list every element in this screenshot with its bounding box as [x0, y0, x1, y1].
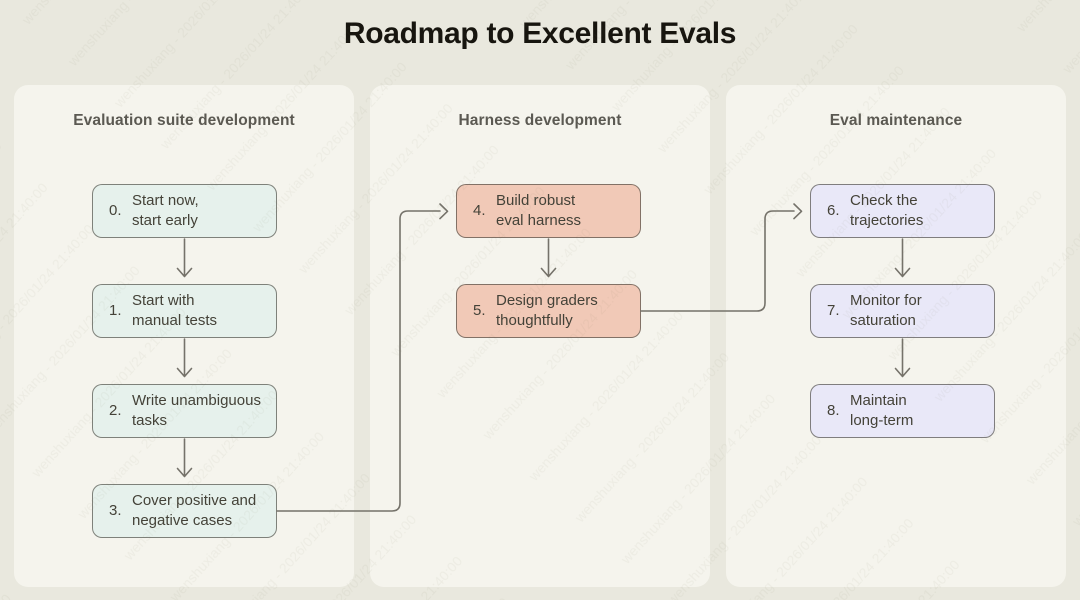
node-number: 6. — [827, 202, 840, 219]
flow-node-3-positive-negative-cases: 3. Cover positive and negative cases — [92, 484, 277, 538]
flow-node-0-start-now: 0. Start now, start early — [92, 184, 277, 238]
node-number: 7. — [827, 302, 840, 319]
node-label: Check the trajectories — [850, 192, 924, 229]
flow-node-4-build-harness: 4. Build robust eval harness — [456, 184, 641, 238]
flow-node-2-unambiguous-tasks: 2. Write unambiguous tasks — [92, 384, 277, 438]
column-header-evaluation-suite: Evaluation suite development — [73, 112, 295, 129]
node-number: 4. — [473, 202, 486, 219]
node-number: 2. — [109, 402, 122, 419]
node-label: Write unambiguous tasks — [132, 392, 261, 429]
node-number: 1. — [109, 302, 122, 319]
node-label: Maintain long-term — [850, 392, 914, 429]
page-title: Roadmap to Excellent Evals — [343, 17, 737, 50]
column-header-harness: Harness development — [458, 112, 622, 129]
node-label: Monitor for saturation — [850, 292, 922, 329]
flow-node-5-design-graders: 5. Design graders thoughtfully — [456, 284, 641, 338]
node-label: Design graders thoughtfully — [496, 292, 598, 329]
node-label: Start now, start early — [132, 192, 199, 229]
node-label: Cover positive and negative cases — [132, 492, 257, 529]
column-header-maintenance: Eval maintenance — [829, 112, 963, 129]
node-label: Build robust eval harness — [496, 192, 582, 229]
flow-node-8-maintain-longterm: 8. Maintain long-term — [810, 384, 995, 438]
node-number: 5. — [473, 302, 486, 319]
node-number: 8. — [827, 402, 840, 419]
node-number: 0. — [109, 202, 122, 219]
node-number: 3. — [109, 502, 122, 519]
flow-node-7-monitor-saturation: 7. Monitor for saturation — [810, 284, 995, 338]
flow-node-6-check-trajectories: 6. Check the trajectories — [810, 184, 995, 238]
flow-node-1-manual-tests: 1. Start with manual tests — [92, 284, 277, 338]
node-label: Start with manual tests — [132, 292, 218, 329]
